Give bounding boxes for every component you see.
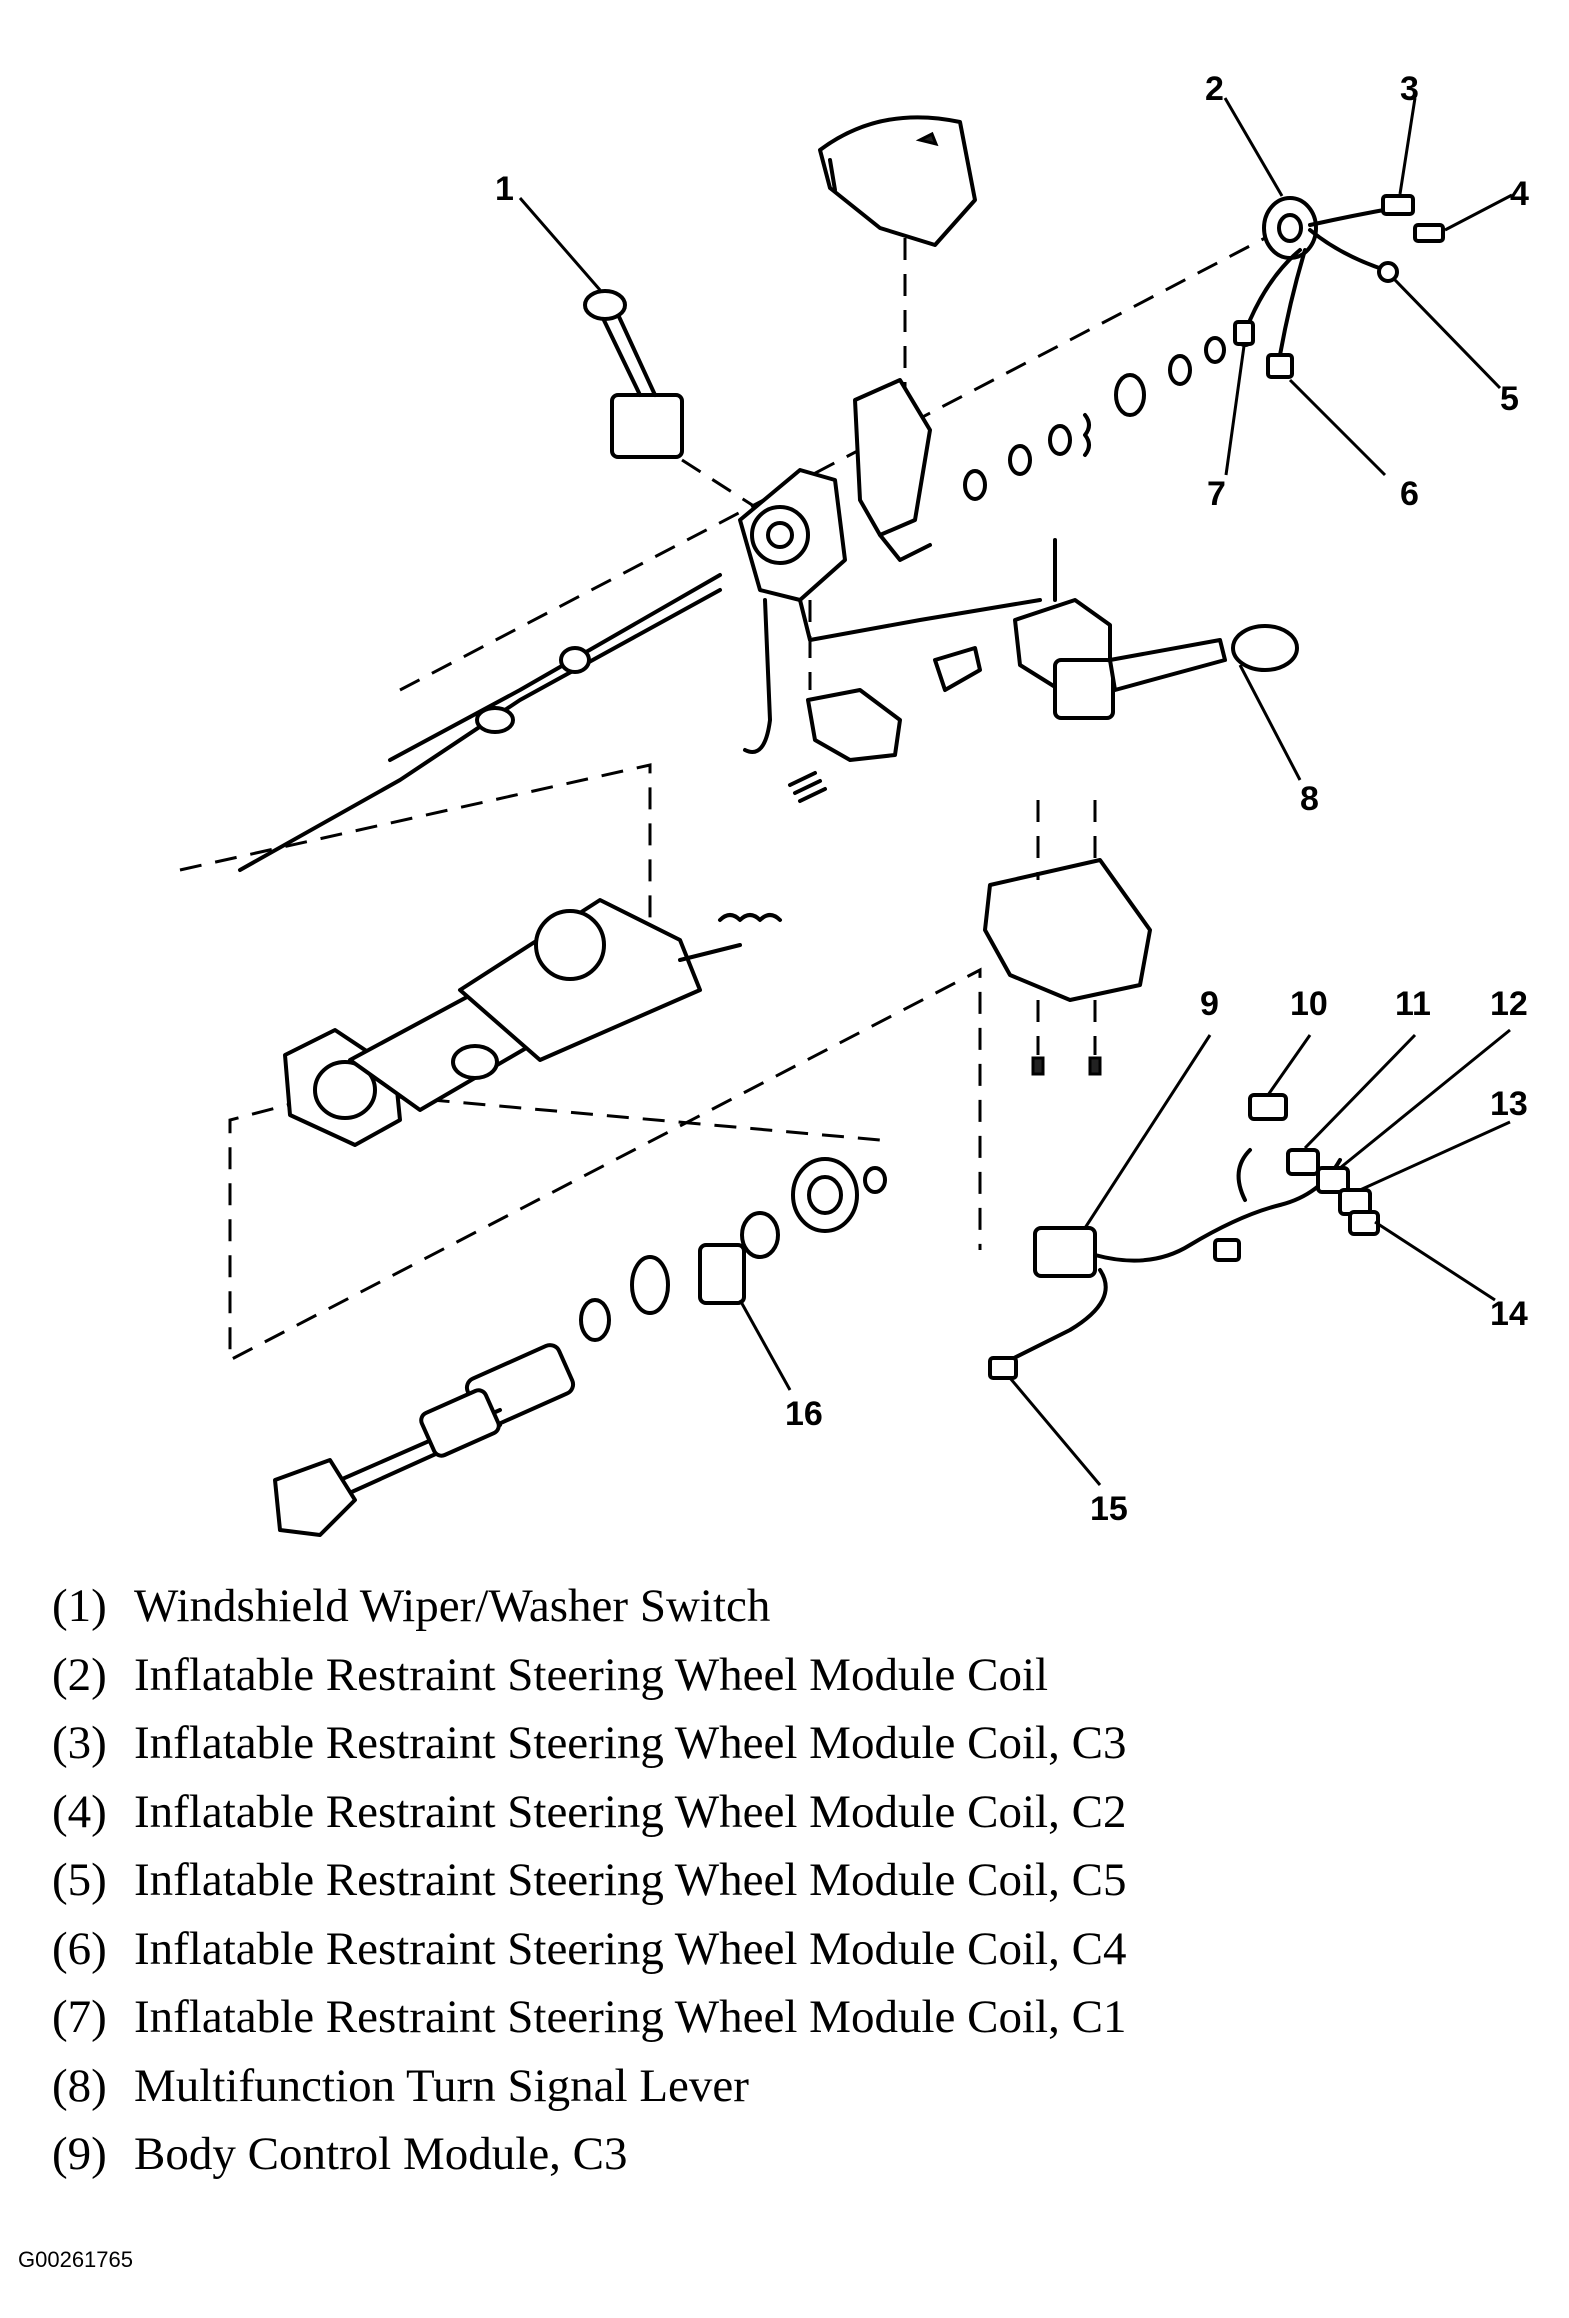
wiring-harness (988, 1093, 1380, 1380)
wiper-washer-switch (583, 289, 761, 512)
actuator-rod (238, 573, 772, 872)
legend-item: (9) Body Control Module, C3 (52, 2120, 1532, 2189)
callout-10: 10 (1290, 985, 1328, 1023)
parts-legend: (1) Windshield Wiper/Washer Switch (2) Inf… (52, 1572, 1532, 2189)
legend-text: Inflatable Restraint Steering Wheel Modu… (134, 1854, 1127, 1906)
callout-2: 2 (1205, 70, 1224, 108)
switch-bracket (853, 378, 932, 562)
figure-reference-code: G00261765 (18, 2247, 133, 2272)
legend-number: (7) (52, 1991, 107, 2043)
upper-column-cover (818, 115, 977, 420)
callout-leaders (518, 97, 1513, 1486)
callout-13: 13 (1490, 1085, 1528, 1123)
housing-group-outline (179, 763, 982, 1363)
steering-column-exploded-diagram: 1 2 3 4 5 6 7 8 9 10 11 12 13 14 15 16 (179, 70, 1529, 1537)
legend-number: (5) (52, 1854, 107, 1906)
callout-1: 1 (495, 170, 514, 208)
legend-item: (7) Inflatable Restraint Steering Wheel M… (52, 1983, 1532, 2052)
callout-4: 4 (1510, 175, 1529, 213)
module-coil (1233, 194, 1445, 379)
callout-8: 8 (1300, 780, 1319, 818)
callout-15: 15 (1090, 1490, 1128, 1528)
callout-12: 12 (1490, 985, 1528, 1023)
callout-16: 16 (785, 1395, 823, 1433)
legend-text: Inflatable Restraint Steering Wheel Modu… (134, 1922, 1127, 1975)
legend-number: (3) (52, 1717, 107, 1769)
legend-item: (5) Inflatable Restraint Steering Wheel M… (52, 1846, 1532, 1915)
legend-number: (9) (52, 2128, 107, 2180)
callout-5: 5 (1500, 380, 1519, 418)
lower-shaft-components (579, 1157, 887, 1342)
assembly-axis-upper (399, 223, 1291, 692)
lower-column-cover (983, 800, 1152, 1076)
legend-item: (2) Inflatable Restraint Steering Wheel M… (52, 1641, 1532, 1710)
shaft-washers (963, 323, 1255, 501)
legend-text: Inflatable Restraint Steering Wheel Modu… (134, 1648, 1049, 1701)
lock-housing (738, 468, 1042, 642)
callout-11: 11 (1395, 985, 1431, 1023)
callout-9: 9 (1200, 985, 1219, 1023)
legend-text: Inflatable Restraint Steering Wheel Modu… (134, 1717, 1127, 1769)
legend-text: Multifunction Turn Signal Lever (134, 2059, 749, 2112)
legend-number: (8) (52, 2059, 107, 2112)
turn-signal-lever (933, 538, 1299, 720)
legend-text: Windshield Wiper/Washer Switch (134, 1580, 771, 1632)
callout-7: 7 (1207, 475, 1226, 513)
intermediate-shaft (273, 1343, 576, 1537)
legend-text: Inflatable Restraint Steering Wheel Modu… (134, 1785, 1127, 1838)
callout-14: 14 (1490, 1295, 1528, 1333)
legend-number: (1) (52, 1580, 107, 1632)
legend-item: (8) Multifunction Turn Signal Lever (52, 2052, 1532, 2121)
legend-number: (6) (52, 1922, 107, 1975)
callout-6: 6 (1400, 475, 1419, 513)
column-housing (283, 898, 782, 1147)
legend-text: Body Control Module, C3 (134, 2128, 628, 2180)
legend-item: (3) Inflatable Restraint Steering Wheel M… (52, 1709, 1532, 1778)
legend-item: (6) Inflatable Restraint Steering Wheel M… (52, 1915, 1532, 1984)
legend-text: Inflatable Restraint Steering Wheel Modu… (134, 1991, 1127, 2043)
callout-3: 3 (1400, 70, 1419, 108)
legend-number: (2) (52, 1648, 107, 1701)
legend-item: (1) Windshield Wiper/Washer Switch (52, 1572, 1532, 1641)
lower-bracket-parts (788, 600, 902, 803)
legend-item: (4) Inflatable Restraint Steering Wheel M… (52, 1778, 1532, 1847)
legend-number: (4) (52, 1785, 107, 1838)
